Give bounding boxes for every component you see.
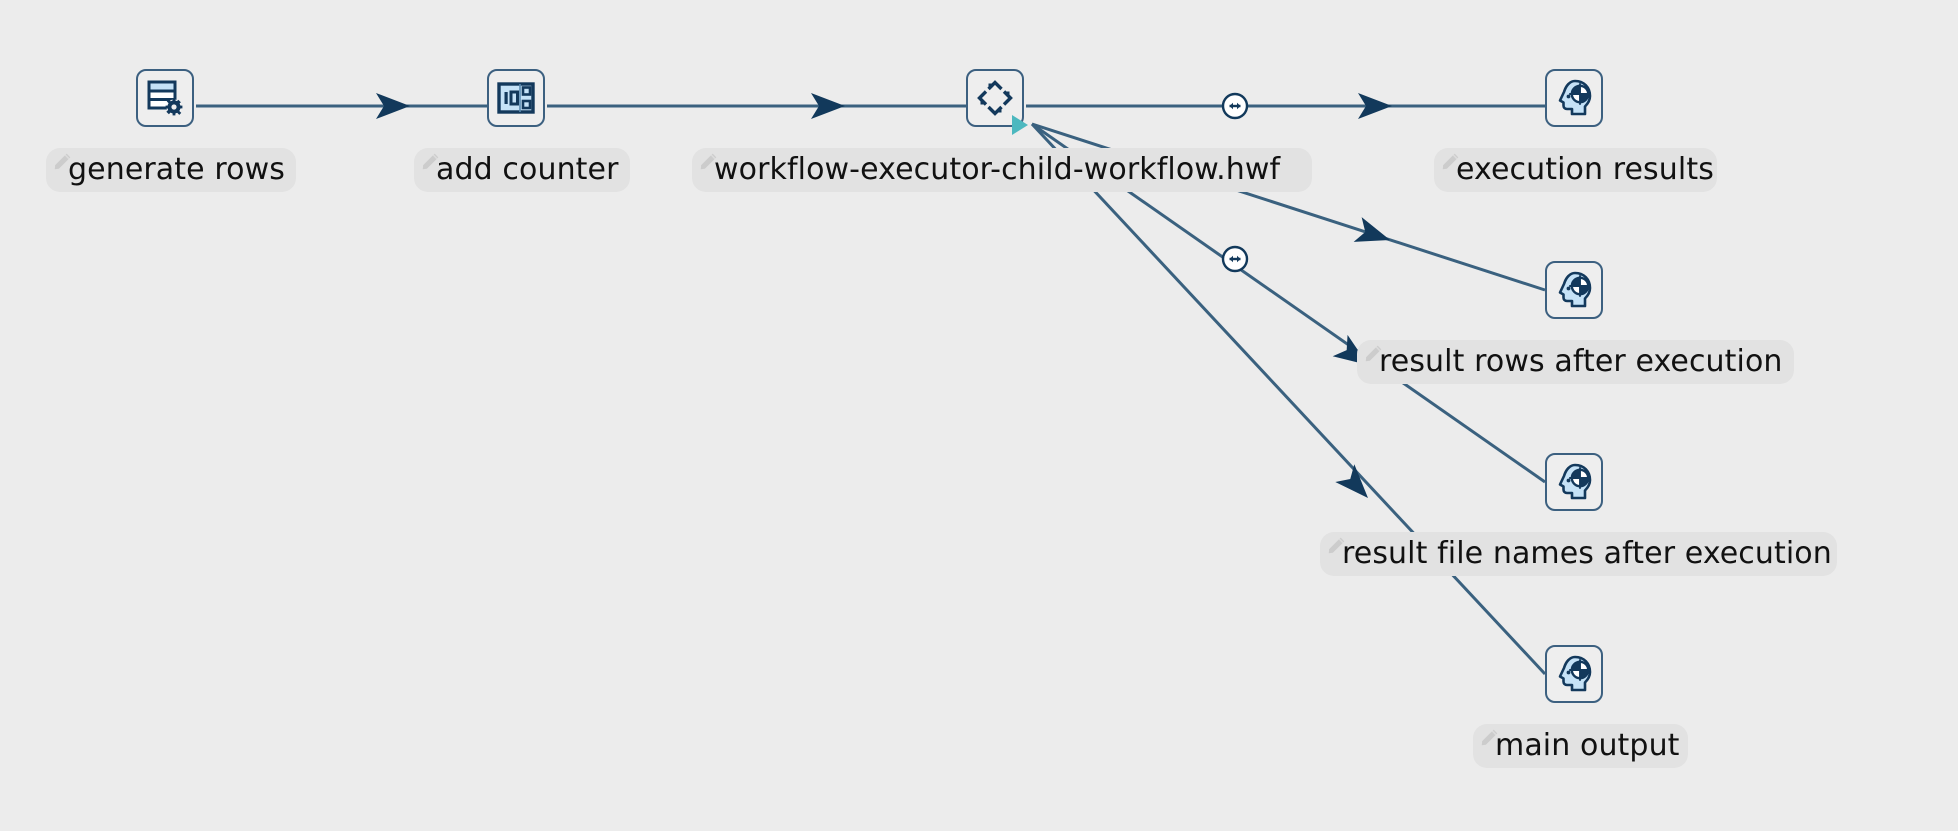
pencil-edit-icon[interactable] bbox=[698, 150, 720, 172]
pencil-edit-icon[interactable] bbox=[1363, 342, 1385, 364]
head-target-icon bbox=[1558, 655, 1592, 692]
node-label-text: generate rows bbox=[68, 152, 285, 187]
node-main-output[interactable] bbox=[1545, 645, 1603, 703]
pencil-edit-icon[interactable] bbox=[1479, 726, 1501, 748]
node-execution-results[interactable] bbox=[1545, 69, 1603, 127]
edge-workflow-executor-to-main-output[interactable] bbox=[1030, 122, 1547, 676]
node-label-result-file-names-after-execution[interactable]: result file names after execution bbox=[1320, 532, 1837, 576]
node-result-file-names-after-execution[interactable] bbox=[1545, 453, 1603, 511]
pencil-edit-icon[interactable] bbox=[1440, 150, 1462, 172]
node-label-result-rows-after-execution[interactable]: result rows after execution bbox=[1357, 340, 1794, 384]
node-label-main-output[interactable]: main output bbox=[1473, 724, 1688, 768]
arrowhead-4 bbox=[1353, 217, 1394, 253]
pencil-edit-icon[interactable] bbox=[420, 150, 442, 172]
node-label-add-counter[interactable]: add counter bbox=[414, 148, 630, 192]
node-label-execution-results[interactable]: execution results bbox=[1434, 148, 1717, 192]
double-arrow-hop-icon[interactable] bbox=[1221, 92, 1249, 120]
node-label-text: main output bbox=[1495, 728, 1680, 763]
table-gear-icon bbox=[147, 80, 183, 116]
double-arrow-hop-icon[interactable] bbox=[1221, 245, 1249, 273]
node-label-generate-rows[interactable]: generate rows bbox=[46, 148, 296, 192]
counter-icon bbox=[497, 82, 535, 114]
node-label-text: add counter bbox=[436, 152, 619, 187]
node-workflow-executor-child-workflow[interactable] bbox=[966, 69, 1024, 127]
head-target-icon bbox=[1558, 463, 1592, 500]
node-generate-rows[interactable] bbox=[136, 69, 194, 127]
node-label-workflow-executor-child-workflow[interactable]: workflow-executor-child-workflow.hwf bbox=[692, 148, 1312, 192]
head-target-icon bbox=[1558, 79, 1592, 116]
node-label-text: workflow-executor-child-workflow.hwf bbox=[714, 152, 1281, 187]
node-add-counter[interactable] bbox=[487, 69, 545, 127]
node-result-rows-after-execution[interactable] bbox=[1545, 261, 1603, 319]
node-label-text: result rows after execution bbox=[1379, 344, 1783, 379]
pencil-edit-icon[interactable] bbox=[52, 150, 74, 172]
pencil-edit-icon[interactable] bbox=[1326, 534, 1348, 556]
head-target-icon bbox=[1558, 271, 1592, 308]
node-label-text: result file names after execution bbox=[1342, 536, 1832, 571]
node-label-text: execution results bbox=[1456, 152, 1714, 187]
workflow-executor-icon bbox=[977, 80, 1013, 116]
